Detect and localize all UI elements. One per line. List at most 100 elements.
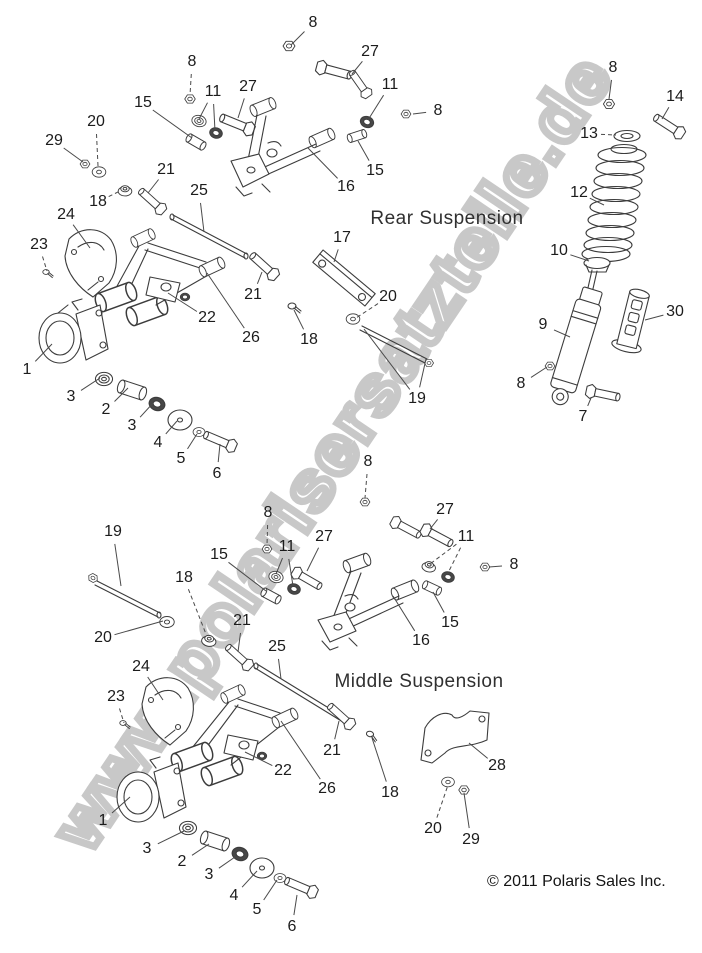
rear-bearing-carrier [38,298,109,364]
part-callout-18: 18 [89,193,107,210]
part-callout-20: 20 [87,113,105,130]
leader-line-14 [661,107,670,120]
part-callout-21: 21 [233,612,251,629]
middle-guard [141,677,194,746]
leader-line-29 [63,147,84,163]
part-callout-9: 9 [538,316,548,333]
leader-line-18 [293,309,305,330]
leader-line-26 [206,272,245,329]
part-callout-27: 27 [436,501,454,518]
part-callout-3: 3 [204,866,214,883]
leader-line-22 [167,292,198,312]
leader-line-2 [191,843,210,856]
leader-line-27 [351,60,363,75]
middle-tie-rod [86,571,162,619]
part-callout-8: 8 [308,14,318,31]
part-callout-11: 11 [204,83,222,100]
rear-guard [64,229,117,298]
leader-line-8 [488,565,503,568]
leader-line-21 [256,271,263,284]
part-callout-5: 5 [252,901,262,918]
leader-line-19 [363,328,411,390]
leader-line-1 [111,796,131,814]
part-callout-16: 16 [337,178,355,195]
part-callout-1: 1 [22,361,32,378]
part-callout-29: 29 [462,831,480,848]
leader-line-5 [263,879,278,901]
leader-line-11 [446,547,462,576]
leader-line-4 [241,870,258,888]
rear-pivot-shaft [169,213,249,260]
leader-line-8 [608,79,612,100]
leader-line-15 [357,140,370,161]
leader-line-21 [147,179,159,194]
part-callout-8: 8 [433,102,443,119]
leader-line-8 [412,111,427,115]
part-callout-2: 2 [177,853,187,870]
leader-line-18 [371,737,387,782]
leader-line-11 [213,103,216,132]
leader-line-12 [589,197,605,206]
leader-line-7 [587,397,592,407]
leader-line-15 [432,591,445,613]
leader-line-25 [200,202,205,233]
rear-tie-rod [345,313,434,367]
leader-line-27 [429,519,438,530]
leader-line-9 [553,329,571,338]
mount-bracket [420,710,490,764]
part-callout-3: 3 [127,417,137,434]
part-callout-21: 21 [157,161,175,178]
shock-spring-assembly [544,99,688,406]
part-callout-8: 8 [187,53,197,70]
copyright: © 2011 Polaris Sales Inc. [487,873,666,890]
shock-body [550,286,603,406]
part-callout-10: 10 [550,242,568,259]
leader-line-27 [237,98,245,119]
part-callout-28: 28 [488,757,506,774]
leader-line-11 [288,558,294,587]
section-label-rear: Rear Suspension [370,208,524,229]
part-callout-18: 18 [381,784,399,801]
part-callout-14: 14 [666,88,684,105]
part-callout-27: 27 [315,528,333,545]
part-callout-22: 22 [274,762,292,779]
part-callout-24: 24 [132,658,150,675]
leader-line-21 [237,632,241,653]
part-callout-15: 15 [441,614,459,631]
part-callout-12: 12 [570,184,588,201]
part-callout-11: 11 [278,538,296,555]
spring-retainer [613,129,641,143]
leader-line-19 [419,358,427,388]
part-callout-27: 27 [239,78,257,95]
part-callout-13: 13 [580,125,598,142]
part-callout-8: 8 [608,59,618,76]
leader-line-3 [80,377,101,391]
part-callout-8: 8 [509,556,519,573]
part-callout-1: 1 [98,812,108,829]
leader-line-8 [290,31,305,46]
part-callout-24: 24 [57,206,75,223]
part-callout-20: 20 [379,288,397,305]
part-callout-25: 25 [268,638,286,655]
part-callout-29: 29 [45,132,63,149]
leader-line-20 [355,303,379,319]
part-callout-30: 30 [666,303,684,320]
leader-line-11 [275,557,283,575]
part-callout-23: 23 [30,236,48,253]
leader-line-20 [436,784,449,818]
leader-line-18 [187,589,207,635]
part-callout-8: 8 [263,504,273,521]
leader-line-19 [114,543,122,587]
rear-stabilizer-link [312,249,376,307]
part-callout-2: 2 [101,401,111,418]
part-callout-3: 3 [66,388,76,405]
leader-line-27 [306,547,320,572]
leader-line-3 [157,830,185,845]
leader-line-21 [334,720,340,740]
part-callout-20: 20 [424,820,442,837]
leader-line-8 [266,524,269,546]
section-label-middle: Middle Suspension [334,671,504,692]
part-callout-16: 16 [412,632,430,649]
